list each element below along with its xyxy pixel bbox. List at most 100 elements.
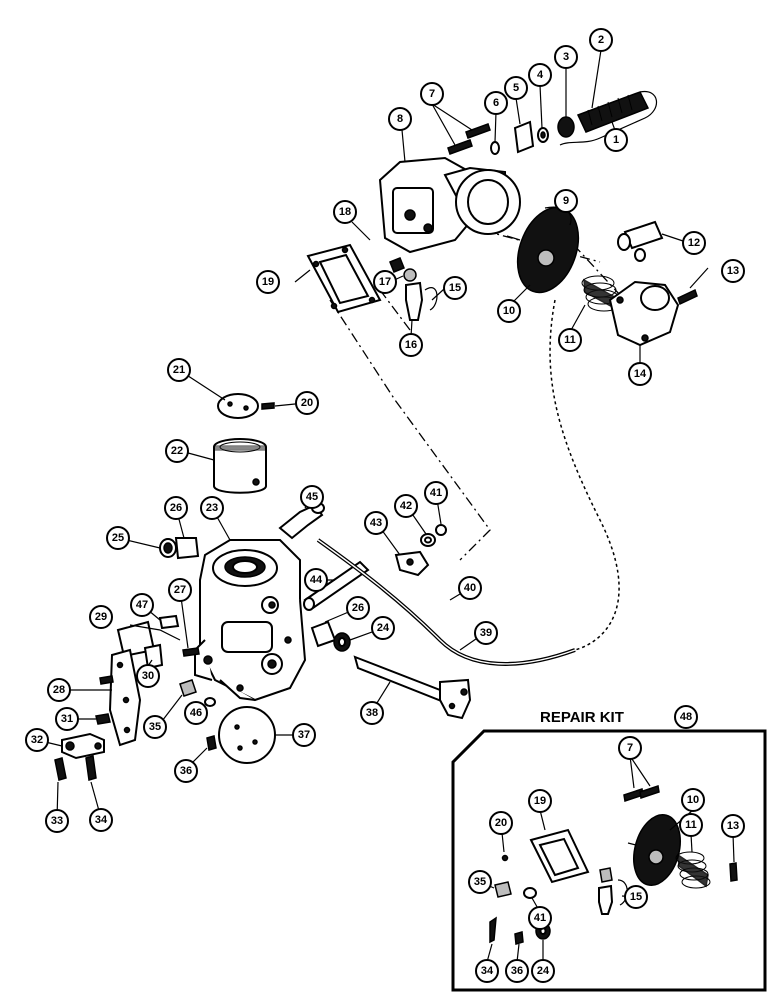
- svg-text:33: 33: [51, 815, 63, 827]
- callout-42: 42: [394, 494, 418, 518]
- kit-callout-11: 11: [679, 813, 703, 837]
- callout-45: 45: [300, 485, 324, 509]
- svg-text:15: 15: [449, 282, 461, 294]
- kit-callout-7: 7: [618, 736, 642, 760]
- svg-text:38: 38: [366, 707, 378, 719]
- svg-text:44: 44: [310, 574, 323, 586]
- svg-text:24: 24: [377, 622, 390, 634]
- callout-12: 12: [682, 231, 706, 255]
- svg-text:40: 40: [464, 582, 476, 594]
- svg-text:46: 46: [190, 707, 202, 719]
- svg-text:36: 36: [511, 965, 523, 977]
- svg-text:41: 41: [430, 487, 442, 499]
- svg-text:18: 18: [339, 206, 351, 218]
- svg-text:41: 41: [534, 912, 546, 924]
- svg-text:26: 26: [170, 502, 182, 514]
- svg-text:20: 20: [301, 397, 313, 409]
- callout-26: 26: [164, 496, 188, 520]
- svg-text:3: 3: [563, 51, 569, 63]
- svg-text:19: 19: [534, 795, 546, 807]
- callout-22: 22: [165, 439, 189, 463]
- svg-text:11: 11: [564, 334, 576, 346]
- svg-text:35: 35: [474, 876, 486, 888]
- kit-callout-15: 15: [624, 885, 648, 909]
- callout-43: 43: [364, 511, 388, 535]
- callout-labels: 1 2 3 4 5 6 7 8 9 10 11 12 13 14 15 16 1…: [25, 28, 745, 833]
- svg-text:42: 42: [400, 500, 412, 512]
- svg-text:30: 30: [142, 670, 154, 682]
- callout-24: 24: [371, 616, 395, 640]
- kit-callout-10: 10: [681, 788, 705, 812]
- kit-callout-35: 35: [468, 870, 492, 894]
- svg-text:43: 43: [370, 517, 382, 529]
- callout-26b: 26: [346, 596, 370, 620]
- svg-text:20: 20: [495, 817, 507, 829]
- svg-text:21: 21: [173, 364, 185, 376]
- svg-text:27: 27: [174, 584, 186, 596]
- svg-text:37: 37: [298, 729, 310, 741]
- callout-6: 6: [484, 91, 508, 115]
- kit-callout-20: 20: [489, 811, 513, 835]
- svg-text:8: 8: [397, 113, 403, 125]
- svg-text:1: 1: [613, 134, 619, 146]
- repair-kit-panel: REPAIR KIT 48: [451, 705, 767, 992]
- svg-text:25: 25: [112, 532, 124, 544]
- svg-text:34: 34: [481, 965, 494, 977]
- kit-callout-34: 34: [475, 959, 499, 983]
- callout-25: 25: [106, 526, 130, 550]
- svg-text:22: 22: [171, 445, 183, 457]
- svg-text:14: 14: [634, 368, 647, 380]
- svg-text:26: 26: [352, 602, 364, 614]
- callout-41: 41: [424, 481, 448, 505]
- callout-35: 35: [143, 715, 167, 739]
- svg-text:36: 36: [180, 765, 192, 777]
- callout-21: 21: [167, 358, 191, 382]
- repair-kit-title: REPAIR KIT: [540, 709, 624, 726]
- svg-text:5: 5: [513, 82, 519, 94]
- callout-39: 39: [474, 621, 498, 645]
- kit-callout-36: 36: [505, 959, 529, 983]
- repair-kit-number: 48: [674, 705, 698, 729]
- kit-callout-41: 41: [528, 906, 552, 930]
- linkage-parts: [303, 524, 576, 720]
- callout-4: 4: [528, 63, 552, 87]
- middle-parts: [213, 393, 275, 494]
- kit-callout-24: 24: [531, 959, 555, 983]
- throttle-parts: [54, 620, 276, 781]
- svg-text:10: 10: [687, 794, 699, 806]
- svg-text:48: 48: [680, 711, 692, 723]
- callout-46: 46: [184, 701, 208, 725]
- svg-text:12: 12: [688, 237, 700, 249]
- callout-40: 40: [458, 576, 482, 600]
- svg-text:45: 45: [306, 491, 318, 503]
- svg-text:29: 29: [95, 611, 107, 623]
- svg-text:28: 28: [53, 684, 65, 696]
- kit-callout-13: 13: [721, 814, 745, 838]
- svg-text:2: 2: [598, 34, 604, 46]
- callout-3: 3: [554, 45, 578, 69]
- callout-28: 28: [47, 678, 71, 702]
- svg-text:32: 32: [31, 734, 43, 746]
- svg-text:17: 17: [379, 276, 391, 288]
- svg-text:23: 23: [206, 502, 218, 514]
- callout-23: 23: [200, 496, 224, 520]
- svg-text:13: 13: [727, 820, 739, 832]
- callout-1: 1: [604, 128, 628, 152]
- svg-text:35: 35: [149, 721, 161, 733]
- callout-13: 13: [721, 259, 745, 283]
- callout-10: 10: [497, 299, 521, 323]
- callout-47: 47: [130, 593, 154, 617]
- svg-text:11: 11: [685, 819, 697, 831]
- callout-7: 7: [420, 82, 444, 106]
- svg-text:34: 34: [95, 814, 108, 826]
- callout-27: 27: [168, 578, 192, 602]
- callout-32: 32: [25, 728, 49, 752]
- svg-text:10: 10: [503, 305, 515, 317]
- callout-30: 30: [136, 664, 160, 688]
- svg-text:39: 39: [480, 627, 492, 639]
- callout-38: 38: [360, 701, 384, 725]
- callout-20: 20: [295, 391, 319, 415]
- callout-44: 44: [304, 568, 328, 592]
- callout-17: 17: [373, 270, 397, 294]
- callout-31: 31: [55, 707, 79, 731]
